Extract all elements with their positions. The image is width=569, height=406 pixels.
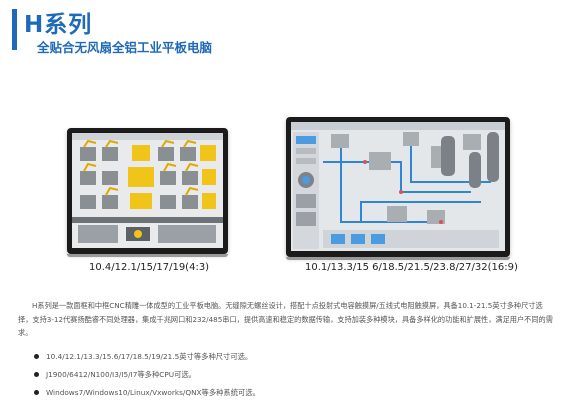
page-subtitle: 全贴合无风扇全铝工业平板电脑 <box>37 40 213 55</box>
product-image-16-9 <box>286 117 510 260</box>
bullet-icon <box>34 390 39 395</box>
feature-list: 10.4/12.1/13.3/15.6/17/18.5/19/21.5英寸等多种… <box>34 352 260 406</box>
feature-text: J1900/6412/N100/I3/I5/I7等多种CPU可选。 <box>46 370 196 379</box>
process-scada-graphic <box>291 122 505 251</box>
feature-item: Windows7/Windows10/Linux/Vxworks/QNX等多种系… <box>34 388 260 406</box>
feature-text: 10.4/12.1/13.3/15.6/17/18.5/19/21.5英寸等多种… <box>46 352 253 361</box>
product-image-4-3 <box>67 128 228 257</box>
product-caption-16-9: 10.1/13.3/15 6/18.5/21.5/23.8/27/32(16:9… <box>305 262 518 273</box>
product-caption-4-3: 10.4/12.1/15/17/19(4:3) <box>89 262 210 273</box>
product-description: H系列是一款面框和中框CNC精雕一体成型的工业平板电脑。无缝隙无螺丝设计，搭配十… <box>18 301 553 337</box>
feature-item: J1900/6412/N100/I3/I5/I7等多种CPU可选。 <box>34 370 260 388</box>
feature-text: Windows7/Windows10/Linux/Vxworks/QNX等多种系… <box>46 388 260 397</box>
device-screen-4-3 <box>72 133 223 248</box>
robot-row-1 <box>80 139 216 161</box>
robot-arm-hmi-graphic <box>72 133 223 248</box>
feature-item: 10.4/12.1/13.3/15.6/17/18.5/19/21.5英寸等多种… <box>34 352 260 370</box>
robot-row-2 <box>80 162 216 187</box>
page-title: H系列 <box>24 12 93 38</box>
bullet-icon <box>34 372 39 377</box>
title-accent-bar <box>12 9 17 50</box>
bullet-icon <box>34 354 39 359</box>
device-screen-16-9 <box>291 122 505 251</box>
robot-row-3 <box>80 186 216 209</box>
